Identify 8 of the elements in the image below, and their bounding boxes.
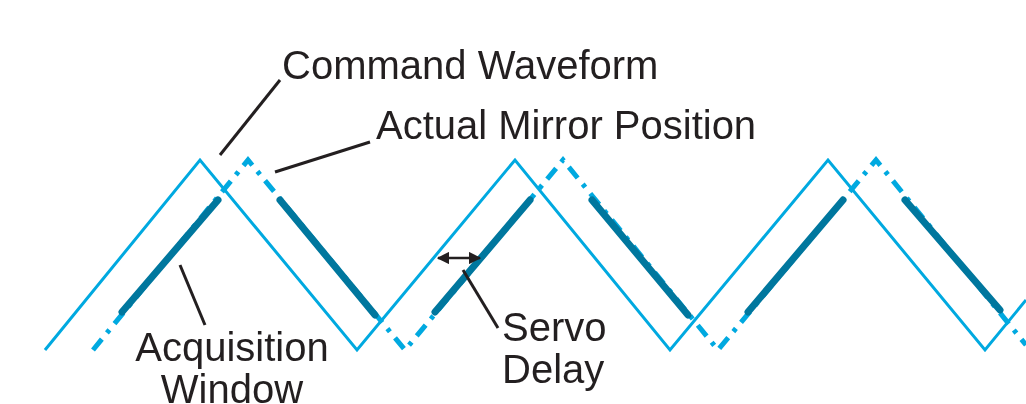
leader-line xyxy=(274,140,371,174)
leader-line xyxy=(178,264,207,326)
delay-label: Servo Delay xyxy=(502,306,632,390)
leader-line xyxy=(461,269,500,329)
leader-line xyxy=(218,79,282,156)
position-label: Actual Mirror Position xyxy=(376,104,757,146)
waveform-label: Command Waveform xyxy=(282,44,659,86)
window-label: Acquisition Window xyxy=(117,326,347,404)
